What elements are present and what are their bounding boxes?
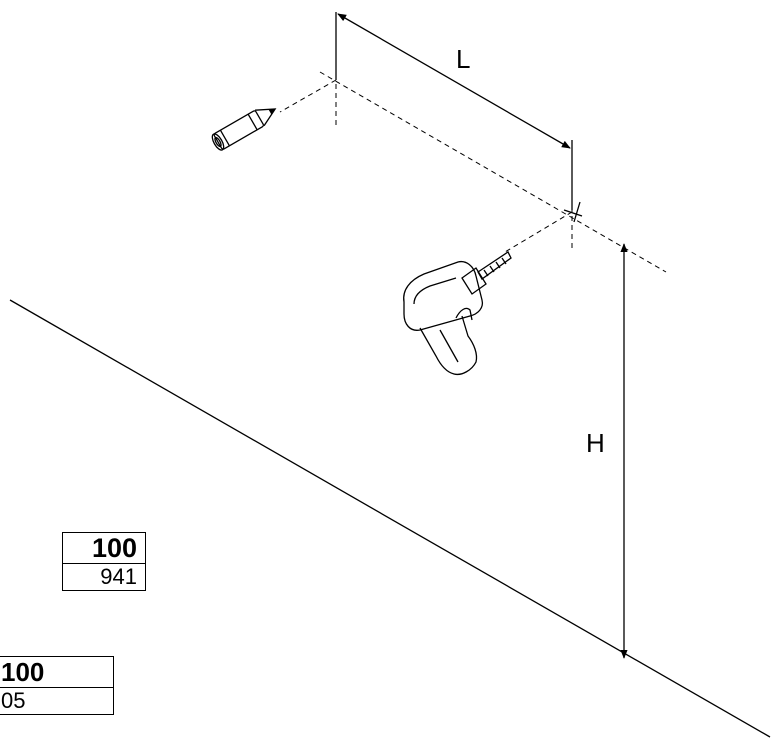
pencil-icon bbox=[211, 108, 277, 151]
drill-guide-lines bbox=[279, 66, 667, 273]
spec-table-1-header: 100 bbox=[62, 532, 146, 564]
dimension-l: L bbox=[335, 12, 573, 210]
floor-line bbox=[9, 299, 771, 738]
spec-table-2: 100 05 bbox=[0, 656, 114, 715]
dimension-h-label: H bbox=[586, 428, 605, 458]
drill-icon bbox=[403, 251, 512, 376]
dimension-h: H bbox=[586, 243, 628, 659]
spec-table-1: 100 941 bbox=[62, 532, 146, 591]
spec-table-2-value: 05 bbox=[0, 687, 114, 715]
dimension-l-label: L bbox=[456, 44, 470, 74]
spec-table-1-value: 941 bbox=[62, 563, 146, 591]
spec-table-2-header: 100 bbox=[0, 656, 114, 688]
